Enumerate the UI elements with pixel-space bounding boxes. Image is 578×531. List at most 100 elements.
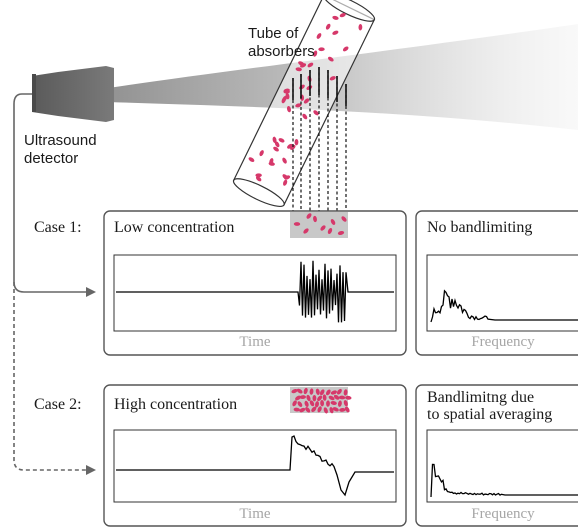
case2-time-plot xyxy=(113,429,397,503)
connector-arrow-case2 xyxy=(13,282,88,471)
absorber-particle xyxy=(291,388,298,394)
case2-freq-axis-label: Frequency xyxy=(471,506,535,522)
absorber-particle xyxy=(319,389,325,396)
absorber-particle xyxy=(300,63,307,68)
absorber-particle xyxy=(292,400,297,407)
tube-label-line1: Tube of xyxy=(248,25,299,42)
absorber-particle xyxy=(320,400,325,407)
absorber-particle xyxy=(333,394,340,400)
absorber-particle xyxy=(315,401,319,408)
detector-label-line2: detector xyxy=(24,150,78,167)
tube-label-line2: absorbers xyxy=(248,43,315,60)
absorber-particle xyxy=(338,395,346,400)
absorber-particle xyxy=(299,395,306,400)
absorber-particle xyxy=(358,24,363,31)
absorber-particle xyxy=(304,400,309,407)
absorber-particle xyxy=(296,388,303,394)
absorber-particle xyxy=(325,389,331,396)
absorber-particle xyxy=(332,15,339,20)
absorber-particle xyxy=(318,47,325,52)
absorber-particle xyxy=(328,395,335,401)
absorber-particle xyxy=(328,56,334,62)
absorber-particle xyxy=(330,219,336,225)
case2-sample-dots xyxy=(291,387,352,414)
arrowhead-case2 xyxy=(86,465,96,475)
absorber-particle xyxy=(273,146,279,152)
absorber-particle xyxy=(345,395,352,400)
absorber-particle xyxy=(282,157,287,164)
absorber-particle xyxy=(327,227,333,235)
absorber-particle xyxy=(295,103,302,108)
case1-freq-signal xyxy=(430,289,578,323)
absorber-particle xyxy=(315,388,320,395)
absorber-particle xyxy=(306,394,311,402)
absorber-particle xyxy=(330,401,337,405)
absorber-particle xyxy=(312,395,317,402)
case2-freq-plot xyxy=(426,429,578,503)
absorber-particle xyxy=(316,33,322,39)
absorber-particle xyxy=(286,105,291,113)
absorber-particle xyxy=(325,23,331,30)
absorber-particle xyxy=(268,161,275,166)
absorber-particle xyxy=(248,157,255,162)
absorber-particle xyxy=(336,388,342,395)
case1-sample-dots xyxy=(293,213,347,235)
case2-time-axis-label: Time xyxy=(239,506,270,522)
absorber-particle xyxy=(326,400,330,407)
absorber-particle xyxy=(293,407,300,412)
absorber-particle xyxy=(332,30,339,35)
absorber-particle xyxy=(309,388,314,395)
absorber-particle xyxy=(332,407,339,412)
ultrasound-detector-icon xyxy=(32,66,114,122)
absorber-particle xyxy=(317,406,322,413)
absorber-particle xyxy=(342,46,349,52)
projection-lines-solid xyxy=(292,67,347,106)
absorber-particle xyxy=(283,179,288,186)
absorber-particle xyxy=(329,407,334,414)
absorber-particle xyxy=(290,144,296,150)
absorber-particle xyxy=(317,395,323,402)
case1-freq-title: No bandlimiting xyxy=(427,219,532,236)
absorber-particle xyxy=(295,67,302,72)
case2-freq-title-line2: to spatial averaging xyxy=(427,406,552,423)
absorber-particle xyxy=(303,228,309,234)
case1-time-axis-label: Time xyxy=(239,334,270,350)
absorber-particle xyxy=(339,12,346,18)
case1-time-plot xyxy=(113,254,397,332)
case2-time-signal xyxy=(116,435,394,497)
absorber-particle xyxy=(255,176,262,182)
absorber-particle xyxy=(283,89,290,94)
absorber-particle xyxy=(337,400,342,407)
case2-freq-signal xyxy=(430,463,578,498)
absorber-particle xyxy=(323,407,328,414)
case2-time-title: High concentration xyxy=(114,396,237,413)
absorber-particle xyxy=(293,222,301,226)
absorber-particle xyxy=(274,141,280,148)
detector-label-line1: Ultrasound xyxy=(24,132,97,149)
tube-icon xyxy=(232,0,376,207)
absorber-particle xyxy=(339,407,346,412)
case2-freq-title-line1: Bandlimitng due xyxy=(427,389,534,406)
case2-label: Case 2: xyxy=(34,396,82,413)
case1-label: Case 1: xyxy=(34,219,82,236)
absorber-particle xyxy=(343,400,348,407)
absorber-particle xyxy=(313,110,319,116)
absorber-particle xyxy=(330,390,337,395)
absorber-particle xyxy=(303,387,308,395)
arrowhead-case1 xyxy=(86,287,96,297)
absorber-particle xyxy=(295,395,301,401)
case1-freq-plot xyxy=(426,254,578,332)
absorber-particle xyxy=(302,113,308,120)
connector-arrow-case1 xyxy=(13,93,88,293)
absorber-particle xyxy=(313,215,317,223)
absorber-particle xyxy=(343,389,348,396)
absorber-particle xyxy=(307,62,314,68)
absorber-particle xyxy=(311,406,317,412)
absorber-particle xyxy=(329,76,336,81)
absorber-particle xyxy=(284,175,291,180)
absorber-particle xyxy=(255,173,262,178)
absorber-particle xyxy=(309,400,315,407)
case1-time-title: Low concentration xyxy=(114,219,234,236)
absorber-particle xyxy=(272,136,277,143)
